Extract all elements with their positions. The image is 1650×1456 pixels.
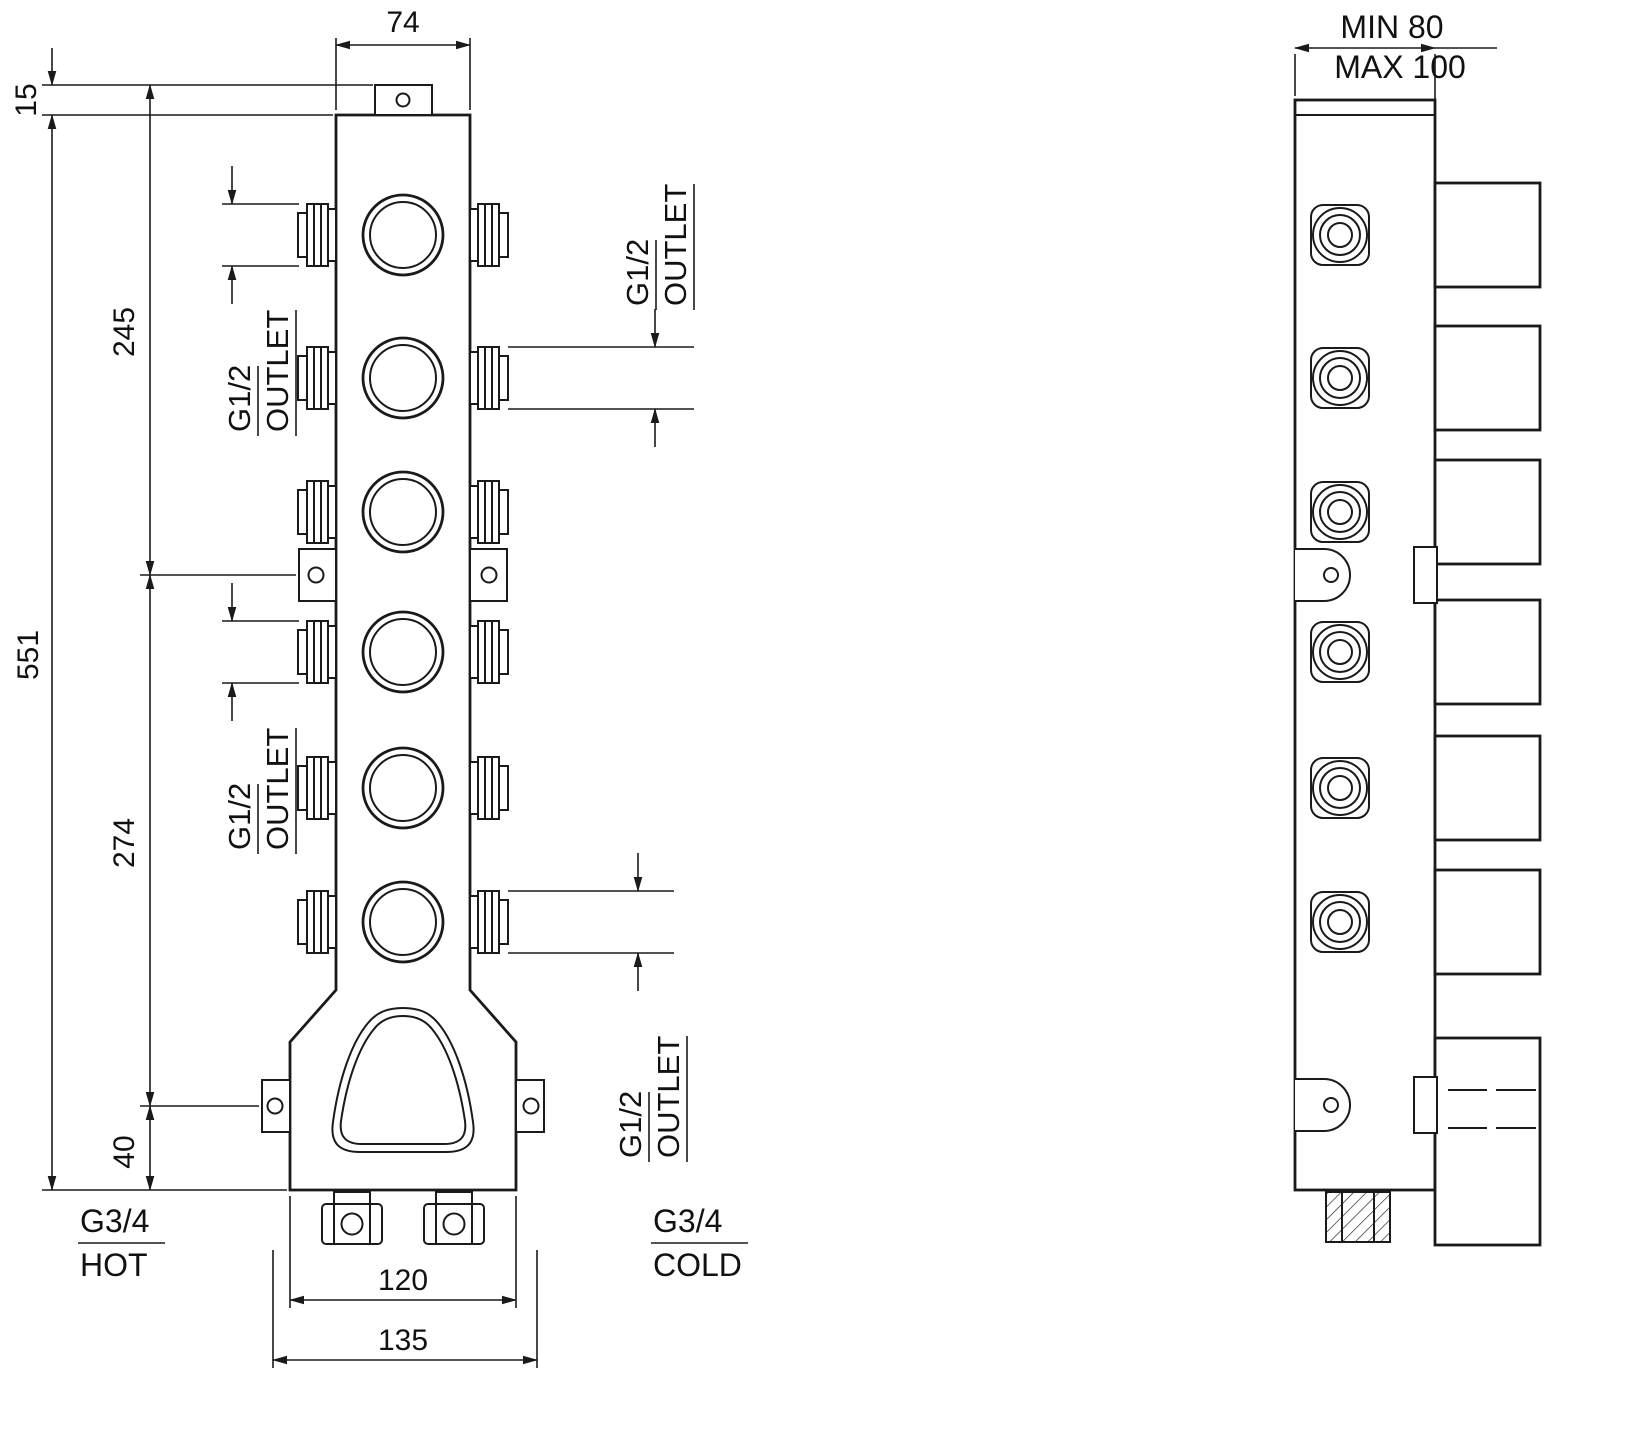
callout-outlet-left-lower: G1/2 OUTLET [222,583,299,854]
top-fixing-tab [374,84,433,116]
outlet-word-label: OUTLET [260,310,295,432]
dim-120-label: 120 [378,1264,428,1297]
dim-body-width: 74 [335,6,471,50]
dim-foot-section: 40 [108,1105,155,1191]
label-inlet-cold: G3/4 COLD [651,1203,748,1283]
dim-40-label: 40 [108,1135,141,1168]
side-fixing-tab-sections [1413,546,1438,1134]
cold-size-label: G3/4 [653,1203,722,1239]
side-view: MIN 80 MAX 100 [1293,9,1542,1247]
dim-upper-section: 245 [108,84,155,576]
lower-fixing-tabs [261,1079,545,1133]
mid-fixing-tabs [298,548,508,602]
front-view: 74 15 551 245 274 [10,6,748,1368]
hot-word-label: HOT [80,1247,148,1283]
callout-outlet-right-lower: G1/2 OUTLET [508,853,688,1162]
outlet-size-label: G1/2 [222,783,257,850]
dim-max-depth-label: MAX 100 [1334,49,1466,85]
label-inlet-hot: G3/4 HOT [78,1203,165,1283]
outlet-size-label: G1/2 [222,365,257,432]
side-mounting-slots [1295,548,1351,1132]
dim-74-label: 74 [386,6,419,39]
dim-245-label: 245 [108,307,141,357]
dim-15-label: 15 [10,83,43,116]
callout-outlet-left-upper: G1/2 OUTLET [222,166,299,436]
thermostat-cavity [331,1006,475,1153]
cold-word-label: COLD [653,1247,742,1283]
hot-size-label: G3/4 [80,1203,149,1239]
dim-inlet-span: 120 [289,1264,517,1305]
dim-135-label: 135 [378,1324,428,1357]
inlet-fitting-cold [423,1191,485,1245]
side-rear-blocks [1433,181,1542,1247]
dim-base-width: 135 [272,1324,538,1365]
outlet-size-label: G1/2 [613,1091,648,1158]
dim-total-height: 551 [12,114,57,1191]
front-extension-lines [42,38,538,1368]
outlet-word-label: OUTLET [651,1036,686,1158]
outlet-size-label: G1/2 [620,239,655,306]
dim-min-depth-label: MIN 80 [1340,9,1443,45]
dim-mid-section: 274 [108,574,155,1107]
dim-274-label: 274 [108,818,141,868]
dim-tab-height: 15 [10,48,57,117]
outlet-word-label: OUTLET [658,184,693,306]
dim-wall-depth: MIN 80 MAX 100 [1294,9,1497,112]
dim-551-label: 551 [12,630,45,680]
inlet-fitting-hot [321,1191,383,1245]
side-inlet-fitting [1325,1191,1391,1243]
outlet-word-label: OUTLET [260,728,295,850]
callout-outlet-right-upper: G1/2 OUTLET [508,184,695,447]
